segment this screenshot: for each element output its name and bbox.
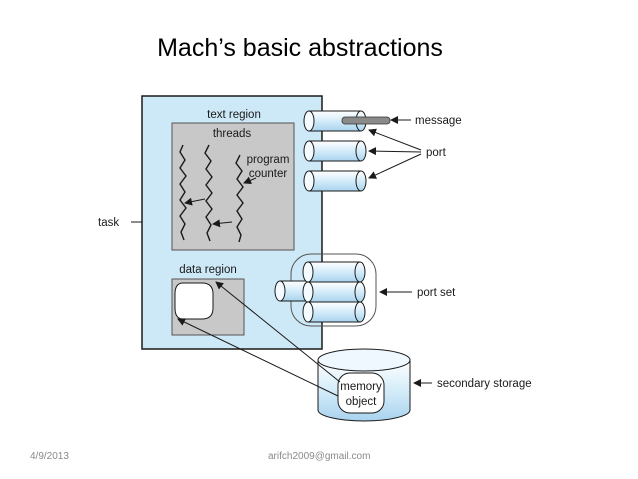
port-arrow-1 bbox=[368, 128, 422, 151]
port-set-cylinder-1 bbox=[302, 261, 366, 283]
memory-mapped-region bbox=[174, 282, 214, 320]
port-set-cylinder-3 bbox=[302, 301, 366, 323]
data-region-label: data region bbox=[179, 264, 237, 276]
port-cylinder-2 bbox=[303, 140, 367, 162]
secondary-storage-label: secondary storage bbox=[437, 378, 532, 390]
threads-label: threads bbox=[213, 128, 252, 140]
footer-date: 4/9/2013 bbox=[30, 451, 69, 462]
port-cylinder-3 bbox=[303, 170, 367, 192]
port-label: port bbox=[426, 147, 447, 159]
memory-mapping-arrow-1 bbox=[215, 281, 341, 383]
memory-object bbox=[337, 372, 385, 414]
footer-email: arifch2009@gmail.com bbox=[268, 451, 371, 462]
text-region-label: text region bbox=[207, 109, 261, 121]
memory-mapping-arrow-2 bbox=[177, 318, 339, 397]
port-set-cylinder-left bbox=[274, 280, 311, 302]
memory-object-label-line2: object bbox=[346, 396, 377, 408]
message-bar bbox=[341, 116, 391, 125]
port-set-cylinder-2 bbox=[302, 281, 366, 303]
thread-line-2 bbox=[204, 144, 213, 242]
thread-line-1 bbox=[179, 144, 187, 241]
port-set-label: port set bbox=[417, 287, 456, 299]
program-counter-arrow-1 bbox=[184, 197, 206, 206]
port-arrow-3 bbox=[368, 153, 422, 179]
message-label: message bbox=[415, 115, 462, 127]
slide-title: Mach’s basic abstractions bbox=[157, 34, 443, 62]
program-counter-arrow-3 bbox=[243, 176, 257, 184]
port-cylinder-1 bbox=[303, 110, 367, 132]
port-arrow-2 bbox=[368, 147, 422, 156]
memory-object-label-line1: memory bbox=[340, 381, 382, 393]
thread-line-3 bbox=[235, 154, 244, 243]
text-region-box bbox=[171, 122, 295, 251]
program-counter-label-line1: program bbox=[247, 154, 290, 166]
program-counter-label-line2: counter bbox=[249, 168, 288, 180]
task-label: task bbox=[98, 217, 119, 229]
program-counter-arrow-2 bbox=[212, 219, 233, 228]
